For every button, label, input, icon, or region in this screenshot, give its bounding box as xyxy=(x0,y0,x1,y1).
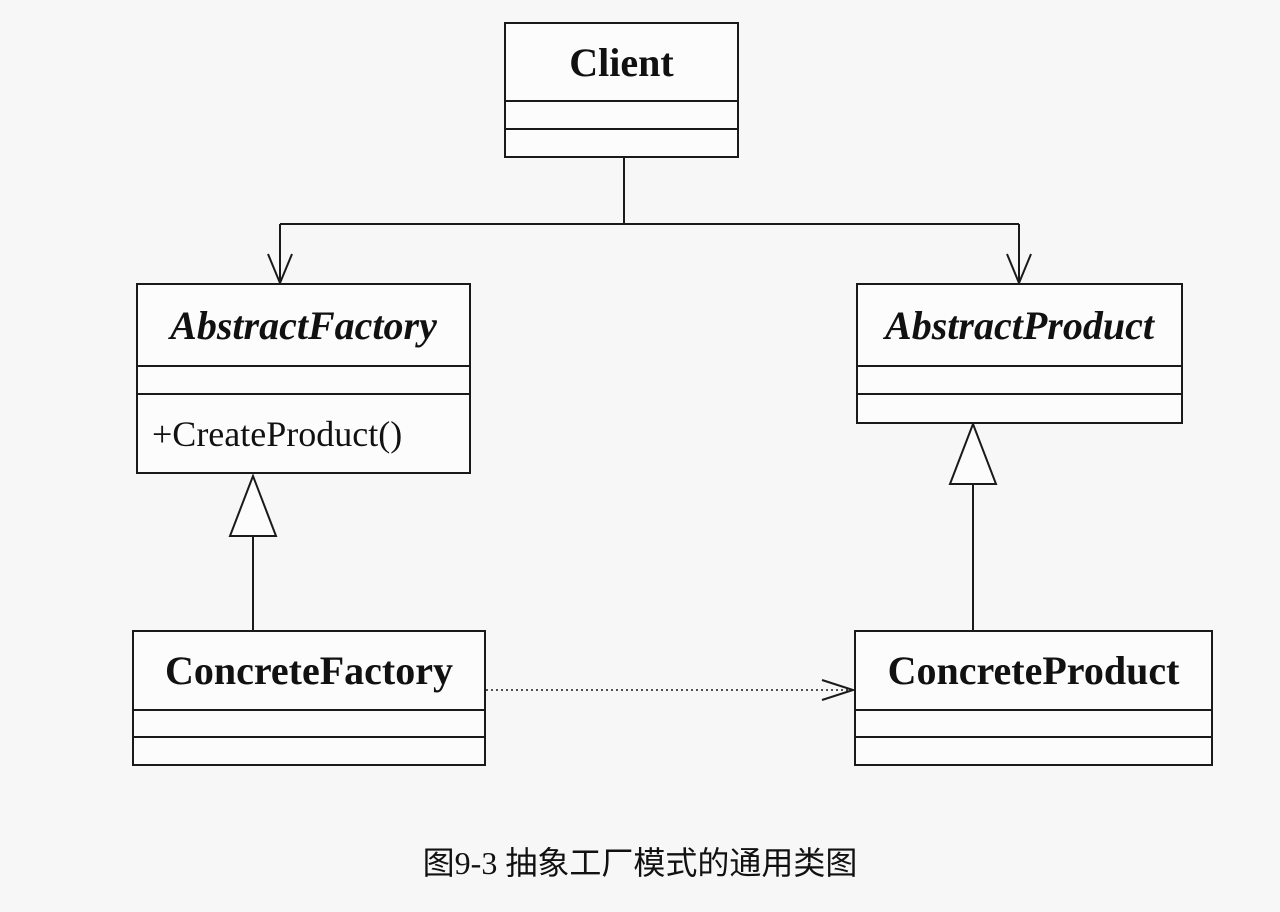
attributes-compartment xyxy=(858,367,1181,395)
class-name: Client xyxy=(506,24,737,102)
class-name: AbstractProduct xyxy=(858,285,1181,367)
generalization-triangle-factory xyxy=(228,473,278,537)
operations-compartment xyxy=(506,130,737,156)
class-name: AbstractFactory xyxy=(138,285,469,367)
class-name: ConcreteFactory xyxy=(134,632,484,711)
class-concrete-factory[interactable]: ConcreteFactory xyxy=(132,630,486,766)
class-name: ConcreteProduct xyxy=(856,632,1211,711)
generalization-triangle-product xyxy=(948,421,998,485)
attributes-compartment xyxy=(856,711,1211,738)
dependency-arrowhead xyxy=(821,679,857,701)
figure-caption: 图9-3 抽象工厂模式的通用类图 xyxy=(422,845,858,881)
attributes-compartment xyxy=(138,367,469,395)
attributes-compartment xyxy=(506,102,737,130)
operations-compartment xyxy=(856,738,1211,764)
class-concrete-product[interactable]: ConcreteProduct xyxy=(854,630,1213,766)
class-abstract-product[interactable]: AbstractProduct xyxy=(856,283,1183,424)
attributes-compartment xyxy=(134,711,484,738)
class-client[interactable]: Client xyxy=(504,22,739,158)
operations-compartment xyxy=(858,395,1181,422)
class-abstract-factory[interactable]: AbstractFactory +CreateProduct() xyxy=(136,283,471,474)
operations-compartment: +CreateProduct() xyxy=(152,413,403,454)
operations-compartment xyxy=(134,738,484,764)
